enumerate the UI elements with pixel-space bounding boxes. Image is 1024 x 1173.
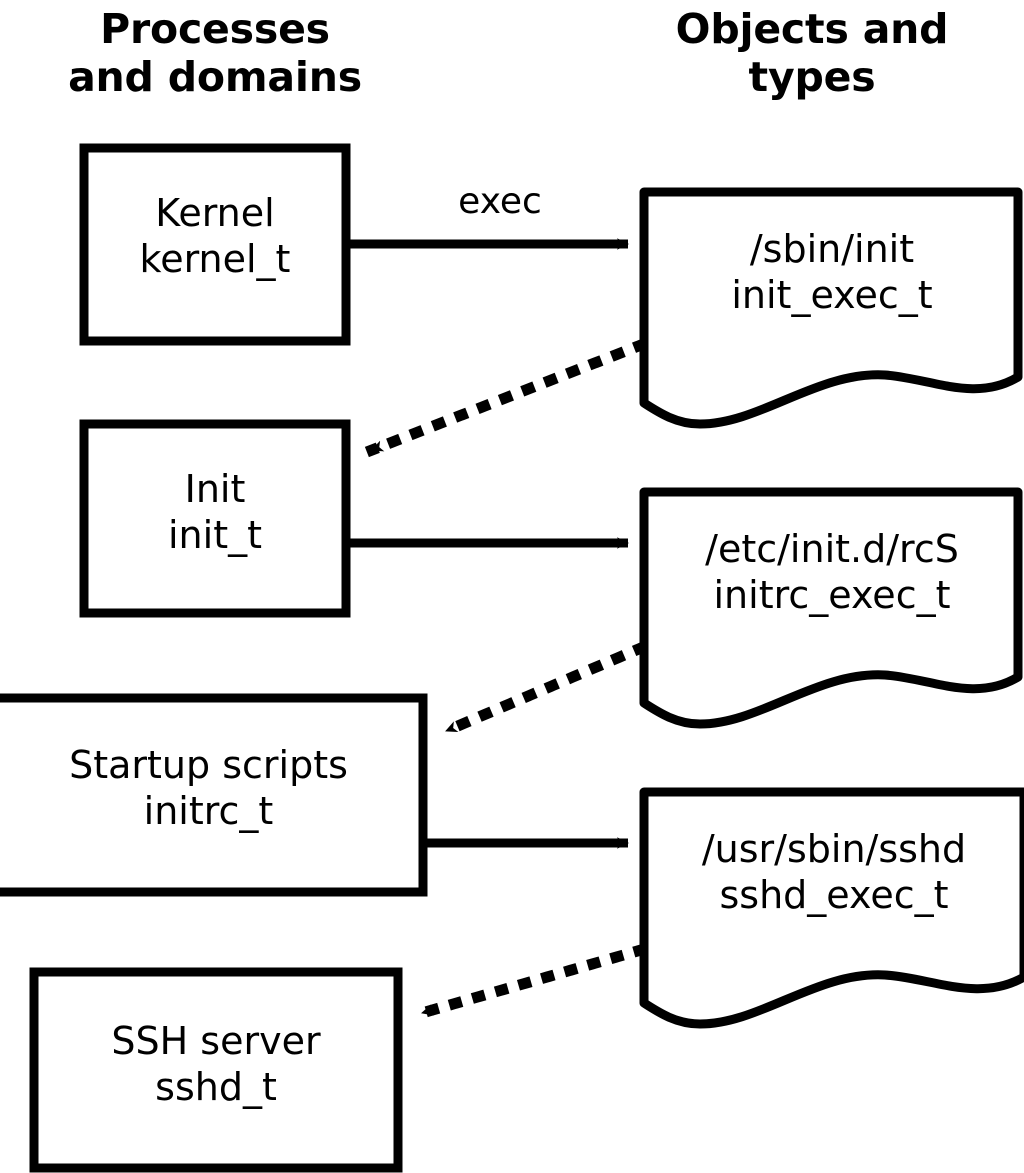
- node-box-ssh-server[interactable]: [29, 967, 403, 1173]
- column-header-processes: Processes and domains: [68, 5, 362, 101]
- column-header-objects: Objects and types: [675, 5, 949, 101]
- node-doc-sbin-init[interactable]: [639, 187, 1023, 429]
- edge-sshdexec-transition-sshd: [415, 943, 648, 1020]
- edge-initexec-transition-init: [364, 337, 649, 458]
- node-box-startup-scripts[interactable]: [0, 693, 428, 897]
- edge-initrcexec-transition-initrc: [438, 640, 649, 739]
- node-box-kernel[interactable]: [79, 143, 351, 346]
- edge-label-exec: exec: [458, 181, 542, 222]
- node-doc-etc-init-d-rcs[interactable]: [639, 487, 1023, 729]
- node-doc-usr-sbin-sshd[interactable]: [639, 787, 1024, 1029]
- node-box-init[interactable]: [79, 419, 351, 618]
